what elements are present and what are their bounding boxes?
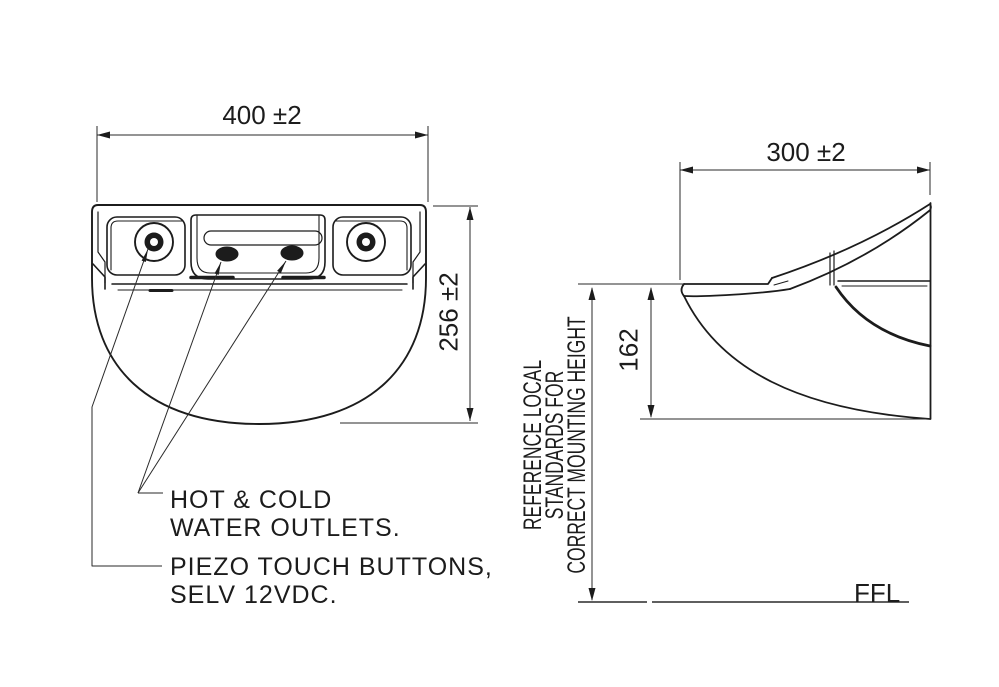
- side-joint-detail-line: [773, 280, 789, 286]
- basin-front-outline: [91, 204, 427, 425]
- mounting-height-note: REFERENCE LOCAL STANDARDS FOR CORRECT MO…: [519, 316, 591, 574]
- basin-front-inner-right-edge: [412, 211, 421, 284]
- side-rim-left-end: [680, 283, 685, 297]
- front-height-dimension-text: 256 ±2: [433, 272, 464, 352]
- right-button-pad-inner: [335, 220, 408, 271]
- side-cover-top-edge: [771, 203, 931, 279]
- width-dim-extension-lines: [96, 126, 429, 202]
- left-piezo-button-center: [150, 238, 158, 246]
- mounting-height-arrow-bottom: [588, 588, 596, 601]
- water-outlets-callout: HOT & COLD WATER OUTLETS.: [170, 486, 401, 542]
- basin-front-inner-left-edge: [97, 211, 106, 284]
- leader-water-left-arrowhead: [214, 262, 221, 275]
- center-recess-inner: [196, 214, 320, 274]
- right-piezo-button-center: [362, 238, 370, 246]
- height-dim-arrow-top: [466, 207, 474, 220]
- water-outlets-callout-line1: HOT & COLD: [170, 486, 333, 514]
- leader-water-right-arrowhead: [277, 261, 286, 274]
- water-channel-slot: [203, 230, 323, 246]
- side-drain-shadow-curve: [834, 285, 932, 348]
- depth-dim-arrow-left: [680, 166, 693, 174]
- finished-floor-level-label: FFL: [854, 578, 901, 608]
- mounting-height-arrow-top: [588, 287, 596, 300]
- basin-height-arrow-top: [647, 287, 655, 300]
- right-water-outlet: [280, 245, 304, 261]
- side-rim-bottom-edge: [683, 288, 791, 298]
- water-outlets-callout-line2: WATER OUTLETS.: [170, 514, 401, 542]
- width-dim-arrow-right: [415, 131, 428, 139]
- depth-dim-arrow-right: [917, 166, 930, 174]
- center-recess-outline: [190, 214, 326, 280]
- side-bowl-profile-curve: [683, 295, 931, 420]
- height-dim-arrow-bottom: [466, 408, 474, 421]
- width-dim-arrow-left: [97, 131, 110, 139]
- left-button-pad-inner: [110, 220, 183, 271]
- basin-front-corner-notch-left: [92, 263, 106, 290]
- left-button-pad: [106, 216, 186, 276]
- side-bracket-lines: [829, 250, 835, 286]
- basin-front-corner-notch-right: [412, 263, 426, 290]
- side-rim-top-edge: [683, 277, 773, 285]
- front-width-dimension-text: 400 ±2: [222, 100, 302, 130]
- piezo-buttons-callout: PIEZO TOUCH BUTTONS, SELV 12VDC.: [170, 553, 493, 609]
- left-piezo-button-outer-ring: [134, 222, 174, 262]
- leader-water-left: [137, 261, 222, 494]
- mounting-height-note-line3: CORRECT MOUNTING HEIGHT: [563, 316, 591, 574]
- height-dim-extension-lines: [340, 205, 478, 424]
- side-basin-height-dimension-text: 162: [613, 328, 644, 372]
- right-piezo-button-outer-ring: [346, 222, 386, 262]
- piezo-buttons-callout-line2: SELV 12VDC.: [170, 581, 338, 609]
- leader-piezo-arrowhead: [141, 249, 148, 262]
- piezo-buttons-callout-line1: PIEZO TOUCH BUTTONS,: [170, 553, 493, 581]
- side-cover-bottom-edge: [789, 210, 930, 290]
- left-water-outlet: [215, 246, 239, 262]
- leader-piezo: [91, 248, 162, 567]
- right-button-pad: [332, 216, 412, 276]
- side-depth-dimension-text: 300 ±2: [766, 137, 846, 167]
- leader-water-right: [137, 260, 287, 494]
- basin-height-arrow-bottom: [647, 405, 655, 418]
